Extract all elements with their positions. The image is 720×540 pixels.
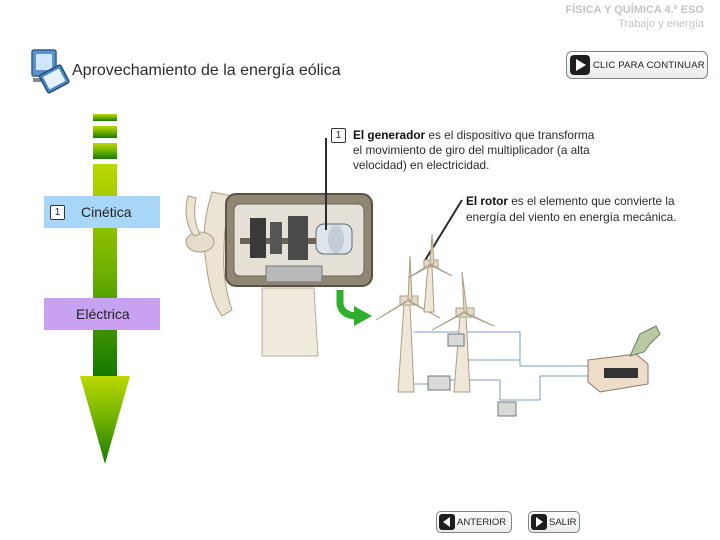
kinetic-label: Cinética: [81, 204, 132, 220]
transformer-box: [427, 333, 517, 417]
rotor-info: El rotor es el elemento que convierte la…: [466, 193, 702, 225]
previous-button-label: ANTERIOR: [457, 516, 507, 528]
generator-term: El generador: [353, 128, 426, 142]
generator-number-badge: 1: [331, 128, 346, 143]
course-topic: Trabajo y energía: [618, 18, 704, 30]
arrow-left-icon: [439, 514, 455, 530]
book-screen-logo-icon: [31, 49, 70, 94]
play-arrow-icon: [570, 55, 590, 75]
rotor-text: es el elemento que convierte la energía …: [466, 194, 677, 224]
exit-button-label: SALIR: [549, 516, 577, 528]
wind-turbine: [375, 255, 441, 393]
nacelle-cutaway: [185, 191, 373, 357]
continue-button-label: CLIC PARA CONTINUAR: [593, 59, 705, 71]
rotor-pointer-line: [423, 199, 463, 263]
kinetic-number-badge: 1: [50, 204, 65, 220]
wind-turbine: [431, 271, 495, 393]
kinetic-energy-box: 1 Cinética: [44, 196, 160, 228]
course-header: FÍSICA Y QUÍMICA 4.º ESO Trabajo y energ…: [566, 3, 705, 31]
wind-turbine: [407, 233, 453, 313]
course-title: FÍSICA Y QUÍMICA 4.º ESO: [565, 4, 705, 16]
previous-button[interactable]: ANTERIOR: [436, 511, 512, 533]
arrow-right-icon: [531, 514, 547, 530]
continue-button[interactable]: CLIC PARA CONTINUAR: [566, 51, 708, 79]
rotor-term: El rotor: [466, 194, 508, 208]
page-title: Aprovechamiento de la energía eólica: [72, 62, 341, 79]
substation: [587, 325, 661, 393]
electric-label: Eléctrica: [76, 306, 130, 322]
exit-button[interactable]: SALIR: [528, 511, 580, 533]
generator-text-first: es el dispositivo que transforma: [425, 128, 595, 142]
generator-info: 1 El generador es el dispositivo que tra…: [331, 128, 631, 173]
generator-text-rest: el movimiento de giro del multiplicador …: [353, 143, 590, 172]
electric-energy-box: Eléctrica: [44, 298, 160, 330]
